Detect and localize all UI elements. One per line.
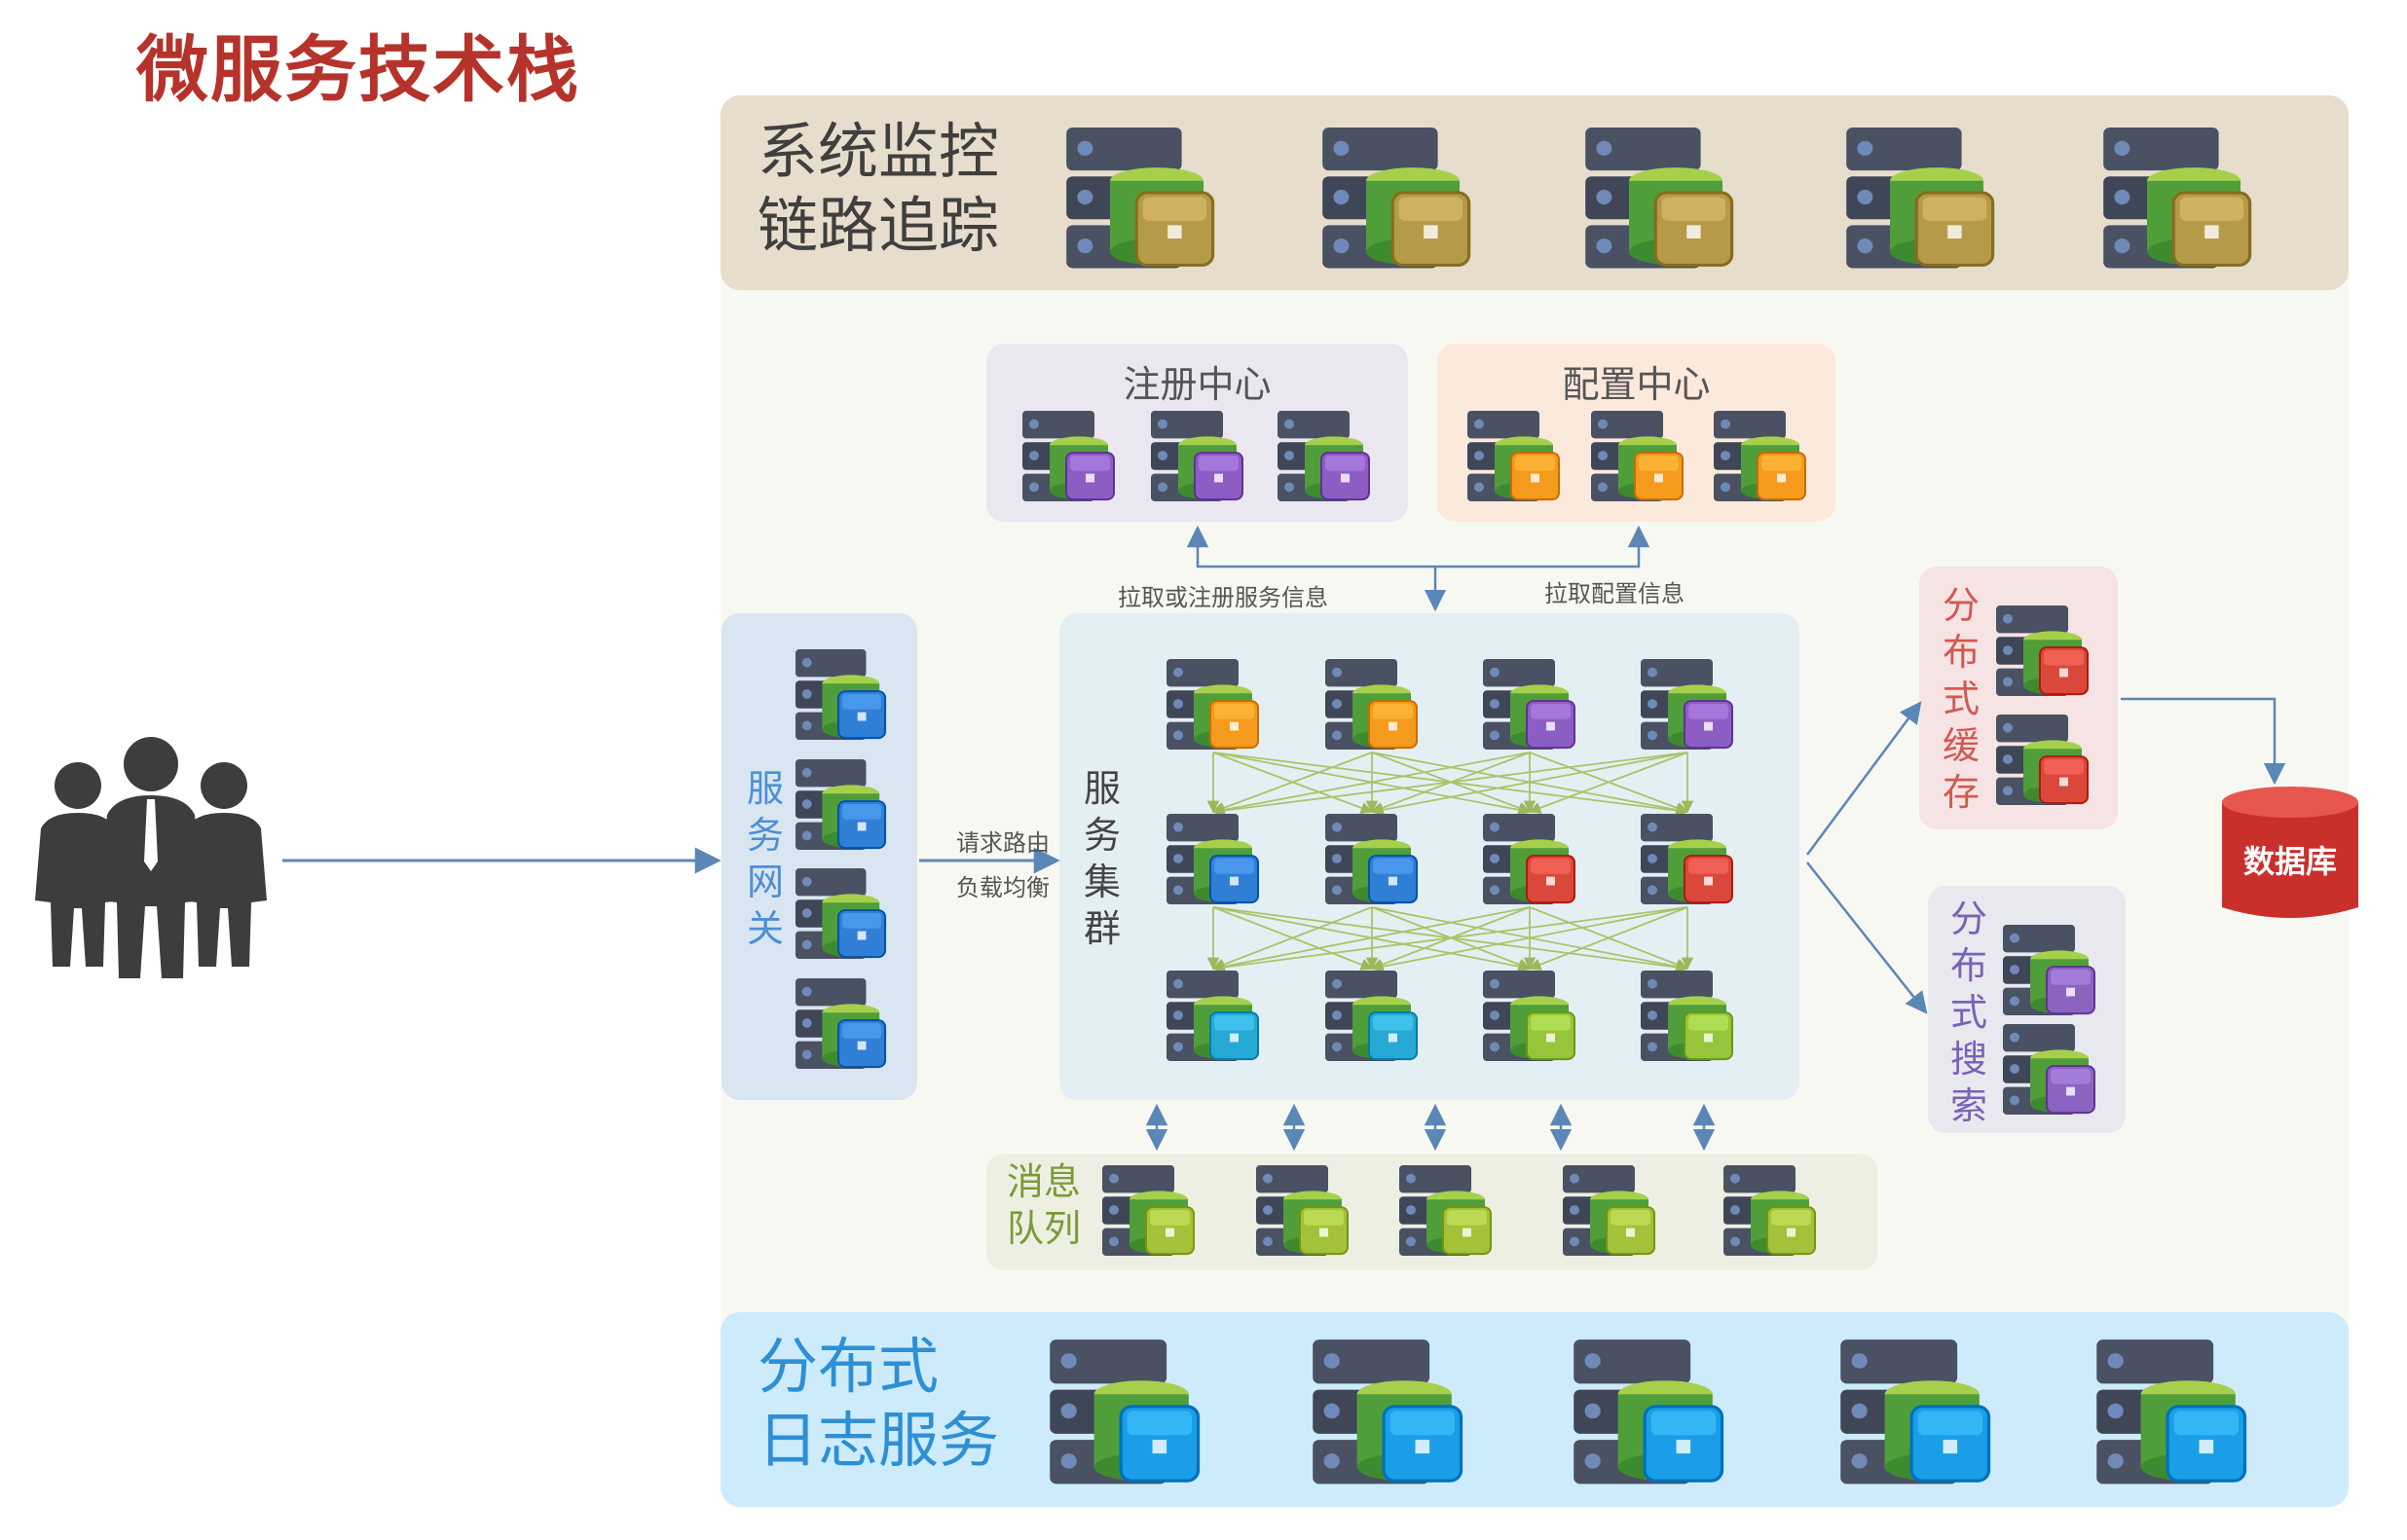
cluster-server-r3c1	[1166, 970, 1259, 1062]
log-server-1	[1050, 1339, 1201, 1485]
monitor-server-1	[1066, 128, 1215, 269]
config-server-2	[1591, 410, 1684, 502]
search-server-1	[2003, 924, 2095, 1016]
edge-label-pull-register: 拉取或注册服务信息	[1118, 584, 1328, 611]
monitoring-label-line2: 链路追踪	[758, 190, 1000, 261]
edge-label-pull-config: 拉取配置信息	[1544, 580, 1685, 607]
logging-label-line1: 分布式	[758, 1331, 940, 1402]
cluster-server-r1c4	[1641, 658, 1733, 751]
logging-label-line2: 日志服务	[758, 1405, 1000, 1476]
database-label: 数据库	[2242, 843, 2337, 880]
config-server-1	[1467, 410, 1560, 502]
people-group-icon	[35, 737, 267, 978]
log-server-5	[2096, 1339, 2247, 1485]
mq-server-5	[1723, 1164, 1816, 1257]
cluster-mq-arrows	[1145, 1103, 1716, 1152]
cluster-server-r2c1	[1166, 813, 1259, 905]
config-server-3	[1714, 410, 1806, 502]
mesh-line	[1528, 752, 1688, 814]
mesh-line	[1211, 752, 1531, 817]
registry-title: 注册中心	[1123, 363, 1272, 406]
edge-label-routing: 请求路由	[956, 829, 1050, 857]
logging-panel	[721, 1312, 2349, 1507]
search-label: 分布式搜索	[1949, 898, 1987, 1127]
cluster-server-r1c3	[1483, 658, 1575, 751]
mesh-line	[1211, 752, 1373, 814]
mq-server-2	[1256, 1164, 1349, 1257]
edge-label-load-balance: 负载均衡	[956, 874, 1050, 901]
mq-server-3	[1399, 1164, 1492, 1257]
database-cylinder-icon	[2222, 787, 2358, 918]
mesh-line	[1528, 906, 1688, 971]
gateway-server-2	[795, 758, 887, 851]
mq-server-1	[1102, 1164, 1195, 1257]
mesh-line	[1370, 906, 1688, 973]
cluster-server-r2c4	[1641, 813, 1733, 905]
cluster-server-r1c1	[1166, 658, 1259, 751]
cache-server-2	[1996, 714, 2089, 806]
registry-config-bracket	[1186, 525, 1650, 568]
log-server-2	[1313, 1339, 1463, 1485]
mesh-line	[1370, 752, 1688, 817]
config-title: 配置中心	[1562, 363, 1711, 406]
gateway-server-3	[795, 867, 887, 960]
monitor-server-3	[1585, 128, 1734, 269]
cluster-server-r3c3	[1483, 970, 1575, 1062]
mq-label-line2: 队列	[1007, 1207, 1082, 1250]
monitoring-label-line1: 系统监控	[758, 116, 1000, 187]
cluster-server-r2c3	[1483, 813, 1575, 905]
cluster-to-search-arrow	[1806, 862, 1928, 1014]
cache-label: 分布式缓存	[1942, 584, 1980, 814]
cache-to-database-arrow	[2121, 697, 2286, 786]
monitoring-panel	[721, 95, 2349, 290]
mesh-line	[1211, 906, 1688, 973]
gateway-label: 服务网关	[746, 767, 784, 950]
cluster-server-r1c2	[1325, 658, 1418, 751]
mesh-line	[1211, 906, 1531, 973]
gateway-server-4	[795, 977, 887, 1070]
cluster-to-cache-arrow	[1805, 701, 1922, 856]
cache-server-1	[1996, 605, 2089, 697]
registry-server-2	[1151, 410, 1243, 502]
cluster-server-r2c2	[1325, 813, 1418, 905]
log-server-3	[1574, 1339, 1724, 1485]
registry-server-3	[1278, 410, 1370, 502]
mq-server-4	[1563, 1164, 1655, 1257]
mesh-line	[1211, 752, 1688, 817]
gateway-server-1	[795, 648, 887, 741]
search-server-2	[2003, 1023, 2095, 1116]
cluster-server-r3c2	[1325, 970, 1418, 1062]
monitor-server-2	[1322, 128, 1471, 269]
log-server-4	[1840, 1339, 1991, 1485]
monitor-server-5	[2103, 128, 2252, 269]
cluster-server-r3c4	[1641, 970, 1733, 1062]
registry-server-1	[1022, 410, 1115, 502]
cluster-mesh-lines	[1206, 752, 1694, 973]
mq-label-line1: 消息	[1007, 1160, 1082, 1203]
page-title: 微服务技术栈	[136, 28, 580, 112]
cluster-label: 服务集群	[1083, 767, 1121, 950]
monitor-server-4	[1846, 128, 1995, 269]
mesh-line	[1211, 906, 1373, 971]
